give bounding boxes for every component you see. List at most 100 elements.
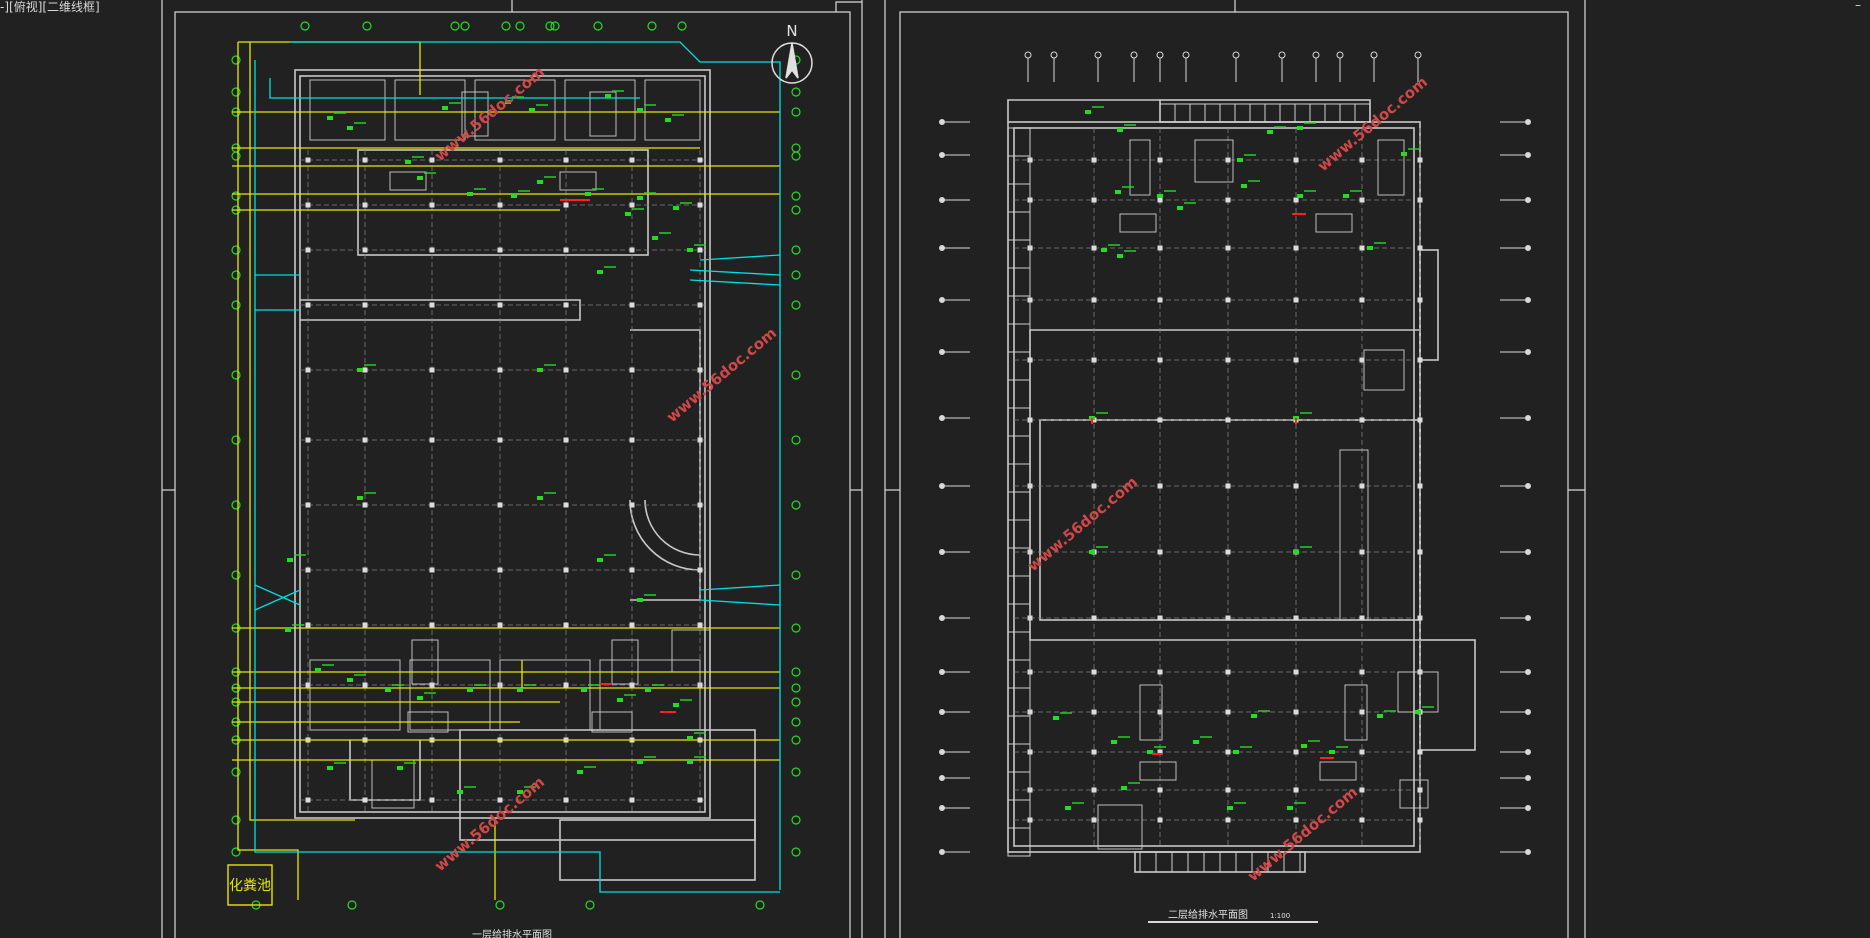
frame-cell <box>1007 519 1031 549</box>
column <box>497 622 503 628</box>
axis-bubble <box>231 300 241 310</box>
column <box>305 302 311 308</box>
column <box>429 202 435 208</box>
minimize-button[interactable]: – <box>1855 0 1861 12</box>
column <box>305 567 311 573</box>
axis-node <box>1525 775 1531 781</box>
fixture-marker <box>467 688 473 692</box>
axis-node <box>939 297 945 303</box>
frame-cell <box>1189 103 1206 123</box>
fixture-tag <box>1096 412 1108 414</box>
column <box>1293 483 1299 489</box>
fixture-marker <box>1089 550 1095 554</box>
column <box>1157 817 1163 823</box>
frame-cell <box>1007 407 1031 437</box>
drawing-scale-2f: 1:100 <box>1270 912 1290 920</box>
column <box>1293 787 1299 793</box>
column <box>497 202 503 208</box>
fixture-tag <box>694 756 706 758</box>
column <box>305 157 311 163</box>
axis-bubble <box>1312 51 1320 59</box>
axis-node <box>1525 483 1531 489</box>
axis-node <box>1525 749 1531 755</box>
column <box>362 437 368 443</box>
column <box>629 567 635 573</box>
viewport-label[interactable]: -][俯视][二维线框] <box>0 0 100 14</box>
axis-node <box>939 709 945 715</box>
fixture-tag <box>1200 736 1212 738</box>
fixture-tag <box>1108 244 1120 246</box>
watermark-2: www.56doc.com <box>663 324 780 426</box>
column <box>497 157 503 163</box>
fixture-tag <box>1092 106 1104 108</box>
axis-node <box>939 549 945 555</box>
fixture-marker <box>442 106 448 110</box>
fixture-tag <box>1294 802 1306 804</box>
column <box>362 302 368 308</box>
column <box>429 567 435 573</box>
axis-node <box>1525 297 1531 303</box>
column <box>1225 417 1231 423</box>
column <box>697 367 703 373</box>
fixture-marker <box>1237 158 1243 162</box>
column <box>305 367 311 373</box>
fixture-marker <box>1301 744 1307 748</box>
fixture-tag <box>1374 242 1386 244</box>
column <box>1225 297 1231 303</box>
column <box>1091 157 1097 163</box>
frame-cell <box>1159 103 1176 123</box>
column <box>1417 417 1423 423</box>
fixture-tag <box>424 172 436 174</box>
column <box>697 157 703 163</box>
axis-bubble <box>1370 51 1378 59</box>
fixture-tag <box>672 114 684 116</box>
fixture-marker <box>385 688 391 692</box>
column <box>1157 297 1163 303</box>
column <box>1417 615 1423 621</box>
axis-bubble <box>791 151 801 161</box>
fixture-tag <box>680 202 692 204</box>
column <box>1157 483 1163 489</box>
column <box>497 797 503 803</box>
second-floor-fixtures <box>1053 106 1434 810</box>
fixture-tag <box>412 156 424 158</box>
fixture-marker <box>637 760 643 764</box>
column <box>497 302 503 308</box>
column <box>1359 483 1365 489</box>
axis-bubble <box>593 21 603 31</box>
fixture-tag <box>474 188 486 190</box>
column <box>563 437 569 443</box>
column <box>1417 549 1423 555</box>
first-floor-axis-bubbles <box>231 21 801 910</box>
fixture-marker <box>1329 750 1335 754</box>
fixture-marker <box>1193 740 1199 744</box>
column <box>563 302 569 308</box>
frame-cell <box>1279 103 1296 123</box>
fixture-tag <box>1164 190 1176 192</box>
frame-cell <box>1294 103 1311 123</box>
fixture-tag <box>1128 782 1140 784</box>
fixture-tag <box>1124 250 1136 252</box>
column <box>629 367 635 373</box>
water-supply-pipes <box>232 41 780 900</box>
axis-bubble <box>791 683 801 693</box>
axis-bubble <box>362 21 372 31</box>
fixture-marker <box>537 368 543 372</box>
column <box>1359 787 1365 793</box>
axis-bubble <box>791 847 801 857</box>
fixture-tag <box>474 684 486 686</box>
axis-bubble <box>755 900 765 910</box>
column <box>629 247 635 253</box>
fixture-marker <box>517 688 523 692</box>
axis-bubble <box>791 623 801 633</box>
column <box>1293 197 1299 203</box>
septic-tank <box>227 864 273 906</box>
fixture-marker <box>605 94 611 98</box>
column <box>697 437 703 443</box>
fixture-tag <box>334 112 346 114</box>
fixture-marker <box>1267 130 1273 134</box>
fixture-marker <box>347 126 353 130</box>
frame-cell <box>1007 379 1031 409</box>
first-floor-walls <box>294 69 756 881</box>
